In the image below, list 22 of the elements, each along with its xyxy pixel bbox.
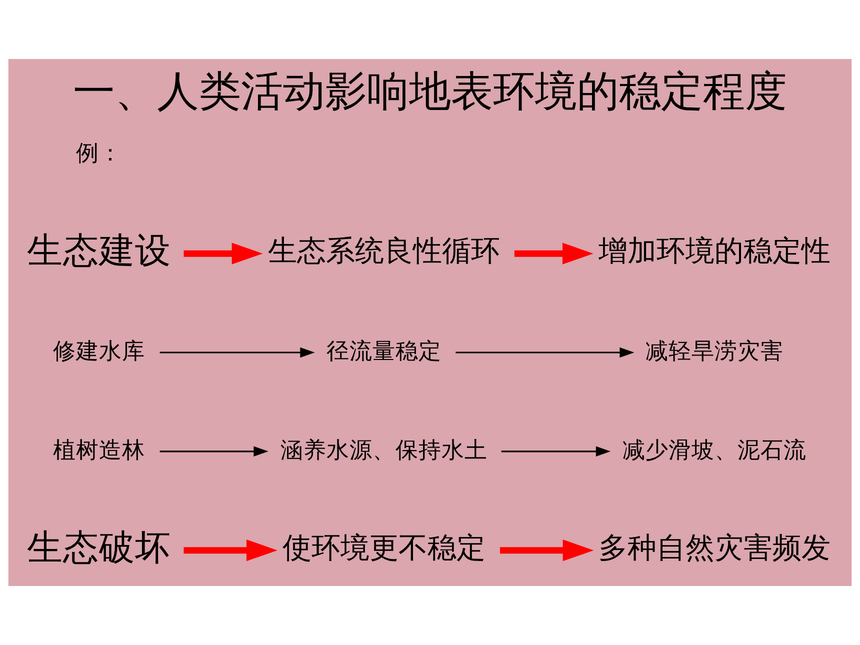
node-text: 涵养水源、保持水土 bbox=[280, 437, 488, 464]
node-text: 使环境更不稳定 bbox=[282, 530, 486, 564]
arrow bbox=[160, 347, 315, 358]
node-text: 修建水库 bbox=[53, 338, 146, 364]
label: 例： bbox=[76, 140, 122, 167]
node-text: 植树造林 bbox=[53, 437, 146, 464]
arrow bbox=[184, 540, 278, 562]
node-text: 多种自然灾害频发 bbox=[598, 530, 831, 564]
arrow bbox=[514, 242, 594, 264]
arrow bbox=[500, 540, 594, 562]
arrow bbox=[184, 242, 263, 264]
node-text: 减轻旱涝灾害 bbox=[646, 338, 784, 364]
node-text: 生态系统良性循环 bbox=[268, 234, 500, 268]
diagram-title: 一、人类活动影响地表环境的稳定程度 bbox=[73, 66, 787, 116]
arrow bbox=[160, 446, 268, 457]
node-text: 减少滑坡、泥石流 bbox=[622, 437, 807, 464]
node-text: 生态破坏 bbox=[27, 527, 172, 568]
arrow bbox=[501, 446, 611, 457]
node-text: 生态建设 bbox=[27, 230, 172, 271]
node-text: 增加环境的稳定性 bbox=[598, 234, 831, 268]
node-text: 径流量稳定 bbox=[326, 338, 442, 364]
arrow bbox=[456, 347, 634, 358]
